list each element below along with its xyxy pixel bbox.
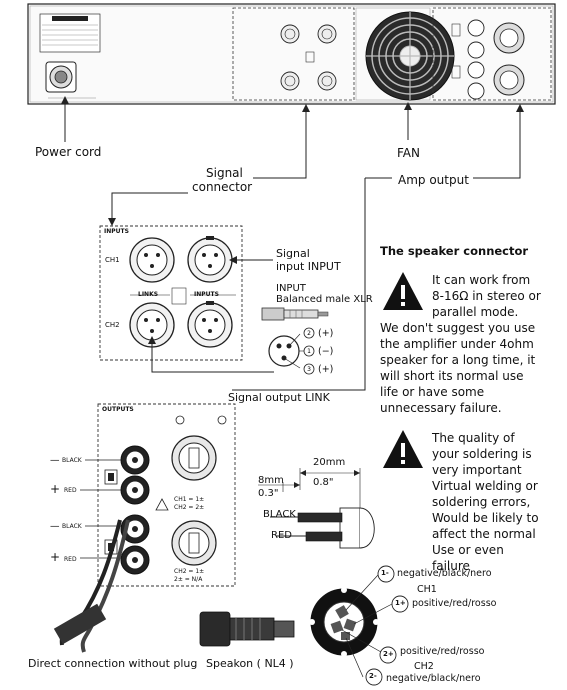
- panel-ch2-note: CH2 = 2±: [174, 504, 205, 511]
- wire-red-label: RED: [271, 530, 292, 541]
- output-plus-2: +: [50, 550, 61, 564]
- dim-08-label: 0.8": [313, 477, 334, 488]
- svg-text:3: 3: [307, 366, 311, 373]
- cable-strip-diagram: [258, 468, 375, 549]
- signal-output-label: Signal output LINK: [228, 391, 330, 404]
- soldering-text: The quality of your soldering is very im…: [432, 431, 539, 573]
- xlr-plug-graphic: [261, 307, 329, 321]
- dim-20mm-label: 20mm: [313, 457, 346, 468]
- xlr-label-1: INPUT: [276, 283, 306, 294]
- nl4-pin-2p: 2+: [383, 650, 394, 658]
- xlr-pin1-label: (+): [318, 328, 334, 339]
- speaker-warning-text: It can work from 8-16Ω in stereo or para…: [432, 273, 541, 319]
- amplifier-rear-panel: [27, 3, 556, 105]
- input-detail-panel: [99, 225, 274, 373]
- panel-ch1-note: CH1 = 1±: [174, 496, 205, 503]
- panel-ch1-label: CH1: [105, 256, 120, 264]
- nl4-ch2-label: CH2: [414, 661, 434, 672]
- signal-connector-label-1: Signal: [206, 166, 243, 180]
- nl4-pin-1m: 1-: [381, 569, 389, 577]
- xlr-pin3-label: (+): [318, 364, 334, 375]
- nl4-pin-2p-label: positive/red/rosso: [400, 646, 485, 657]
- wire-black-label: BLACK: [263, 509, 296, 520]
- warning-icon-2: [383, 430, 423, 468]
- fan-label: FAN: [397, 146, 420, 160]
- xlr-pin2-label: (−): [318, 346, 334, 357]
- signal-input-label-2: input INPUT: [276, 260, 341, 273]
- output-black-2: BLACK: [62, 523, 82, 530]
- panel-inputs-label: INPUTS: [104, 228, 129, 235]
- xlr-label-2: Balanced male XLR: [276, 294, 373, 305]
- speaker-connector-title: The speaker connector: [380, 244, 529, 258]
- output-minus-2: —: [50, 521, 60, 532]
- xlr-pinout: 2 1 3: [268, 327, 315, 375]
- panel-inputs2-label: INPUTS: [194, 291, 219, 298]
- output-minus-1: —: [50, 455, 60, 466]
- wire-leaders: [80, 459, 121, 559]
- panel-na-note: 2± = N/A: [174, 576, 203, 583]
- nl4-pin-1p: 1+: [395, 599, 406, 607]
- output-red-2: RED: [64, 556, 77, 563]
- dim-8mm-label: 8mm: [258, 475, 284, 486]
- direct-connection-label: Direct connection without plug: [28, 657, 198, 670]
- warning-icon-1: [383, 272, 423, 310]
- speakon-plug-graphic: [199, 611, 295, 647]
- signal-connector-label-2: connector: [192, 180, 253, 194]
- panel-links-label: LINKS: [138, 291, 159, 298]
- nl4-pin-1m-label: negative/black/nero: [397, 568, 492, 579]
- panel-ch2-note-b: CH2 = 1±: [174, 568, 205, 575]
- dim-03-label: 0.3": [258, 488, 279, 499]
- nl4-pinout: [309, 565, 409, 686]
- amp-output-label: Amp output: [398, 173, 469, 187]
- panel-outputs-label: OUTPUTS: [102, 406, 134, 413]
- svg-text:2: 2: [307, 330, 311, 337]
- nl4-pin-2m: 2-: [369, 672, 377, 680]
- output-black-1: BLACK: [62, 457, 82, 464]
- svg-text:1: 1: [307, 348, 311, 355]
- bare-wires-graphic: [53, 519, 130, 653]
- nl4-pin-1p-label: positive/red/rosso: [412, 598, 497, 609]
- output-red-1: RED: [64, 487, 77, 494]
- output-plus-1: +: [50, 482, 61, 496]
- speakon-label: Speakon ( NL4 ): [206, 657, 294, 670]
- power-cord-label: Power cord: [35, 145, 102, 159]
- callout-lines: [61, 96, 524, 391]
- nl4-pin-2m-label: negative/black/nero: [386, 673, 481, 684]
- speaker-body-text: We don't suggest you use the amplifier u…: [380, 321, 536, 415]
- output-detail-panel: [97, 403, 236, 587]
- signal-input-label-1: Signal: [276, 247, 310, 260]
- nl4-ch1-label: CH1: [417, 584, 437, 595]
- panel-ch2-label: CH2: [105, 321, 120, 329]
